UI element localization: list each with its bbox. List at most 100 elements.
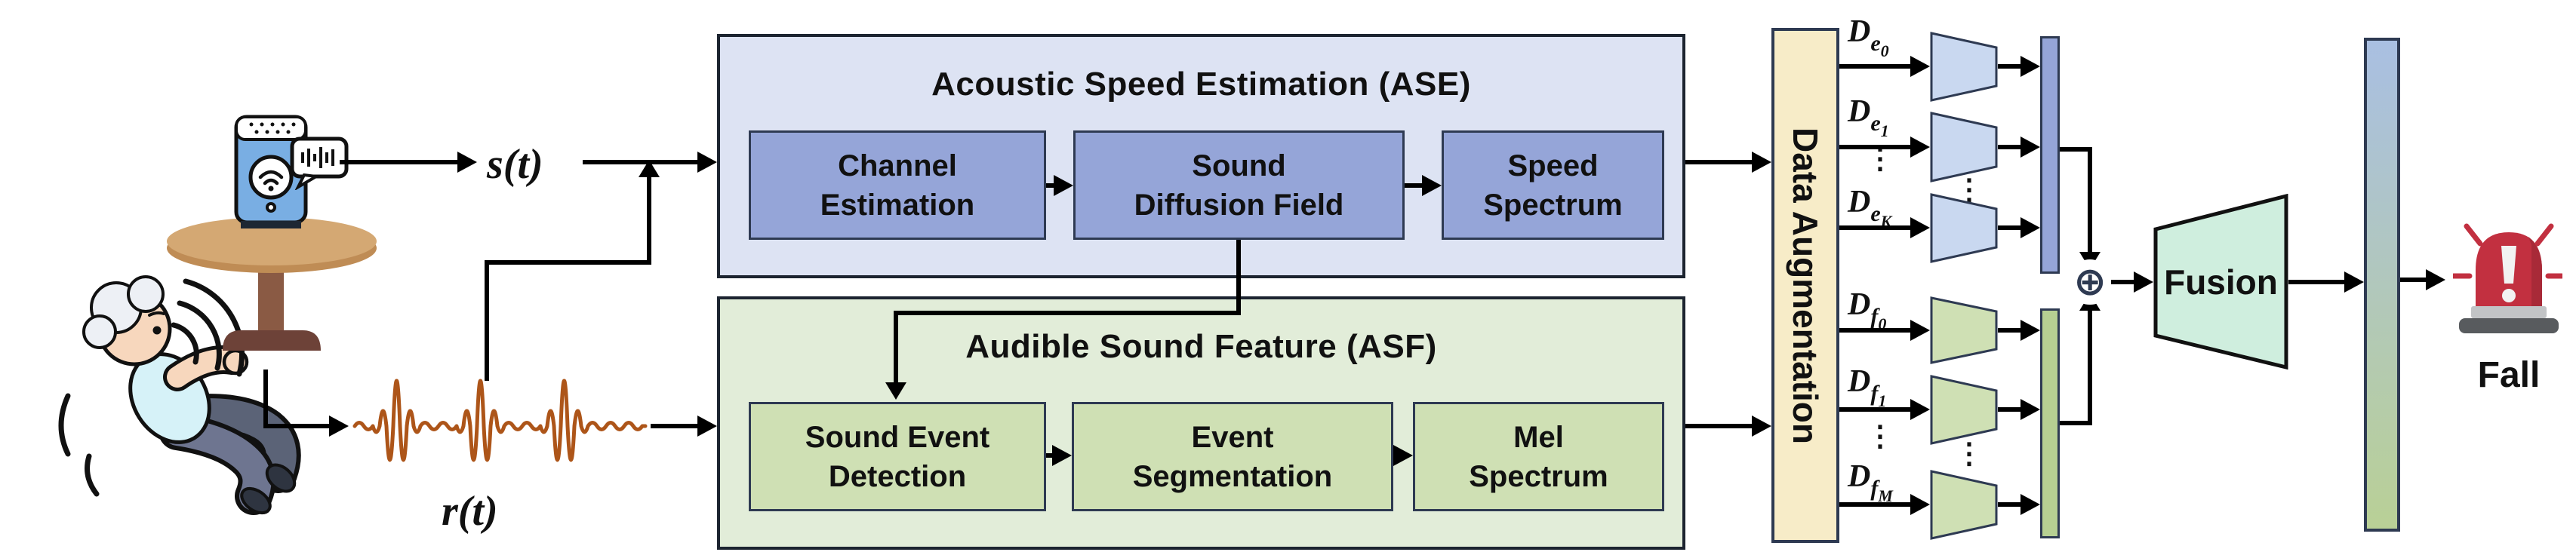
ase-title: Acoustic Speed Estimation (ASE): [931, 66, 1471, 103]
arrow-sed-to-es: [1046, 453, 1054, 458]
d-fM-label: DfM: [1848, 459, 1893, 505]
arrowhead: [1910, 56, 1930, 77]
arrowhead: [2020, 399, 2040, 420]
arrow-enc-to-bar: [1998, 145, 2020, 149]
connector-greenbar-v: [2088, 309, 2092, 425]
arrowhead: [329, 416, 349, 437]
connector-sdf-down: [1236, 240, 1241, 315]
arrow-ase-to-aug: [1685, 160, 1752, 164]
arrowhead: [697, 416, 717, 437]
arrow-fusion-to-bar: [2288, 280, 2344, 284]
arrow-aug-to-enc: [1839, 407, 1910, 412]
d-f1-label: Df1: [1848, 364, 1887, 410]
connector-scene-to-wave-v: [263, 370, 268, 426]
d-e1-label: De1: [1848, 94, 1889, 140]
arrow-aug-to-enc: [1839, 225, 1910, 230]
arrow-aug-to-enc: [1839, 145, 1910, 149]
arrowhead: [2426, 269, 2445, 290]
arrowhead: [1910, 136, 1930, 158]
connector-sdf-left: [894, 311, 1241, 315]
arrowhead: [2134, 271, 2153, 293]
block-label: Spectrum: [1483, 188, 1623, 222]
block-label: Sound: [1192, 149, 1286, 182]
block-label: Mel: [1513, 420, 1564, 454]
speed-label-dots: ⋮: [1866, 143, 1894, 175]
block-label: Channel: [838, 149, 957, 182]
block-label: Sound Event: [805, 420, 990, 454]
block-label: Speed: [1507, 149, 1599, 182]
sound-waves-icon: [171, 278, 245, 377]
arrowhead: [2020, 320, 2040, 341]
data-augmentation-box: Data Augmentation: [1771, 28, 1839, 543]
audio-encoder-dots: ⋮: [1955, 438, 1984, 470]
audio-encoder-trapezoid: [1930, 470, 1998, 540]
d-eK-label: DeK: [1848, 185, 1892, 231]
output-label: Fall: [2477, 355, 2541, 395]
arrow-speaker-to-st: [340, 160, 457, 164]
arrow-rt-to-asf: [651, 424, 697, 428]
arrow-bar-to-fall: [2400, 278, 2426, 282]
fusion-label: Fusion: [2164, 262, 2278, 302]
arrow-aug-to-enc: [1839, 64, 1910, 69]
arrow-aug-to-enc: [1839, 502, 1910, 507]
arrowhead: [885, 382, 906, 400]
arrowhead: [639, 160, 660, 177]
speed-spectrum-box: Speed Spectrum: [1442, 130, 1664, 240]
sound-diffusion-field-box: Sound Diffusion Field: [1073, 130, 1405, 240]
connector-rt-branch-v1: [485, 262, 489, 381]
d-f0-label: Df0: [1848, 287, 1887, 333]
arrowhead: [1052, 445, 1072, 466]
data-augmentation-label: Data Augmentation: [1786, 127, 1825, 444]
block-label: Estimation: [820, 188, 975, 222]
arrow-sdf-to-ss: [1405, 183, 1423, 188]
arrow-enc-to-bar: [1998, 407, 2020, 412]
connector-bluebar-v: [2088, 147, 2092, 253]
fusion-trapezoid: [2153, 194, 2288, 370]
arrowhead: [1422, 175, 1442, 196]
connector-bluebar-h: [2060, 147, 2092, 152]
d-e0-label: De0: [1848, 14, 1889, 60]
connector-rt-branch-h: [485, 260, 651, 265]
mel-spectrum-box: Mel Spectrum: [1413, 402, 1664, 511]
audio-encoder-trapezoid: [1930, 375, 1998, 445]
arrow-asf-to-aug: [1685, 424, 1752, 428]
smart-speaker-icon: [234, 115, 308, 228]
chirp-bubble-icon: [290, 136, 349, 190]
falling-person-icon: [58, 275, 301, 515]
connector-rt-branch-v2: [647, 176, 651, 262]
arrow-enc-to-bar: [1998, 328, 2020, 333]
arrowhead: [1910, 494, 1930, 515]
table-icon: [167, 217, 377, 351]
fused-feature-bar: [2364, 38, 2400, 532]
sound-event-detection-box: Sound Event Detection: [749, 402, 1046, 511]
arrowhead: [2020, 217, 2040, 238]
block-label: Detection: [828, 459, 967, 493]
block-label: Event: [1191, 420, 1274, 454]
asf-title: Audible Sound Feature (ASF): [965, 328, 1437, 365]
channel-estimation-box: Channel Estimation: [749, 130, 1046, 240]
arrowhead: [1910, 217, 1930, 238]
audio-feature-bar: [2040, 308, 2060, 538]
arrowhead: [1752, 416, 1771, 437]
arrowhead: [2344, 271, 2364, 293]
received-signal-label: r(t): [442, 488, 498, 535]
alarm-siren-icon: [2453, 223, 2562, 333]
arrowhead: [2020, 494, 2040, 515]
arrow-enc-to-bar: [1998, 64, 2020, 69]
arrow-concat-to-fusion: [2111, 280, 2135, 284]
arrow-aug-to-enc: [1839, 328, 1910, 333]
received-waveform-icon: [352, 379, 648, 462]
arrowhead: [2020, 136, 2040, 158]
source-signal-label: s(t): [487, 141, 543, 188]
arrow-enc-to-bar: [1998, 502, 2020, 507]
arrowhead: [697, 152, 717, 173]
arrow-ce-to-sdf: [1046, 183, 1055, 188]
event-segmentation-box: Event Segmentation: [1072, 402, 1393, 511]
speed-encoder-trapezoid: [1930, 112, 1998, 182]
connector-scene-to-wave-h: [263, 424, 329, 428]
connector-sdf-down2: [894, 311, 898, 383]
speed-feature-bar: [2040, 36, 2060, 274]
block-label: Diffusion Field: [1134, 188, 1344, 222]
speed-encoder-trapezoid: [1930, 193, 1998, 263]
